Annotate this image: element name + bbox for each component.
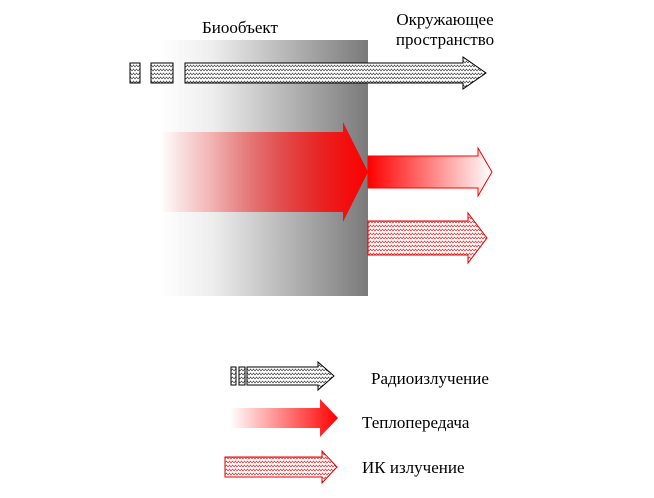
radio-emission-arrow-icon <box>230 360 335 392</box>
environment-label-line1: Окружающее <box>396 10 494 29</box>
environment-label: Окружающее пространство <box>382 10 508 50</box>
legend-radio-label: Радиоизлучение <box>371 369 489 388</box>
heat-transfer-arrow-icon <box>230 399 338 437</box>
legend-heat-label: Теплопередача <box>362 413 470 432</box>
ir-output-arrow <box>367 211 488 265</box>
bioobject-label: Биообъект <box>202 18 278 37</box>
environment-label-line2: пространство <box>395 30 495 49</box>
radio-emission-arrow <box>129 56 487 90</box>
legend-ir-label: ИК излучение <box>362 458 465 477</box>
heat-transfer-arrow <box>160 122 368 222</box>
heat-output-arrow <box>367 146 493 198</box>
ir-emission-arrow-icon <box>224 449 338 485</box>
